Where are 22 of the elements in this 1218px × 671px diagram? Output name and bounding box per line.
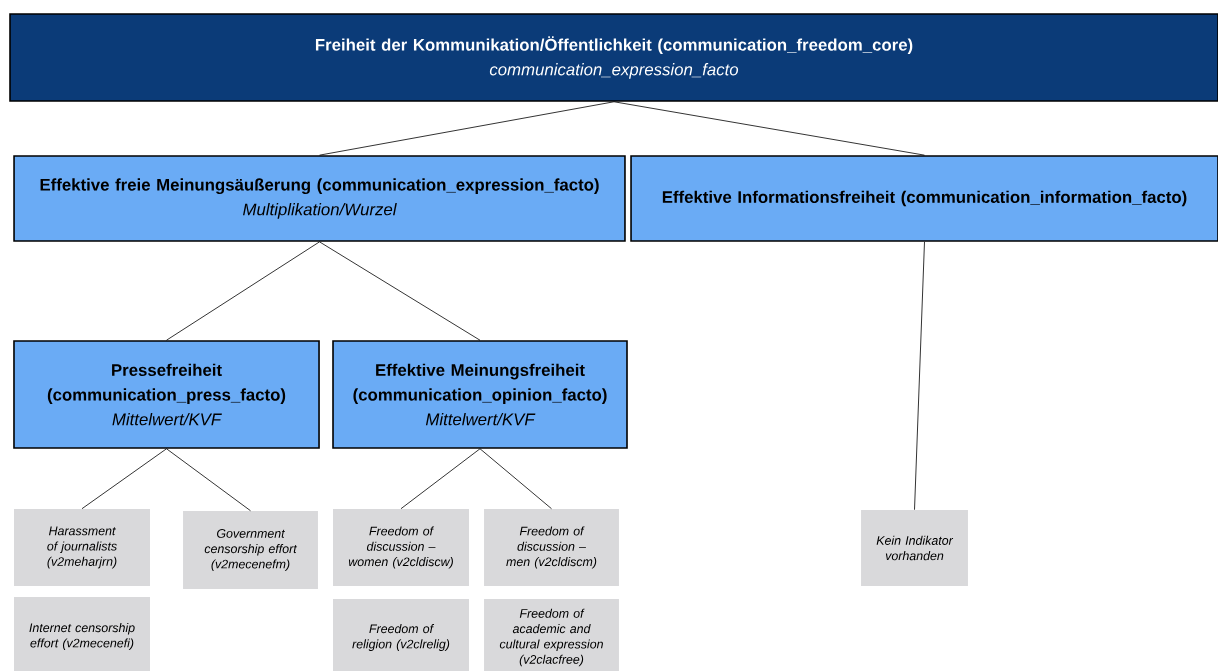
category-box: Effektive Informationsfreiheit (communication_information_facto) (630, 155, 1218, 242)
connector-line (319, 101, 615, 156)
connector-line (400, 448, 481, 510)
indicator-box: Freedom of academic and cultural expression (v2clacfree) (484, 598, 619, 671)
indicator-box: Freedom of religion (v2clrelig) (333, 598, 469, 671)
connector-line (479, 448, 552, 510)
category-box: Pressefreiheit (communication_press_facto) Mittelwert/KVF (13, 340, 320, 449)
indicator-box: Internet censorship effort (v2mecenefi) (14, 597, 150, 671)
indicator-box: Government censorship effort (v2mecenefm) (183, 511, 318, 589)
indicator-box: Harassment of journalists (v2meharjrn) (14, 508, 150, 586)
connector-line (613, 101, 925, 156)
indicator-box: Kein Indikator vorhanden (861, 510, 968, 586)
top-category-box: Freiheit der Kommunikation/Öffentlichkeit (communication_freedom_core) communication_expression_facto (9, 13, 1218, 102)
category-box: Effektive Meinungsfreiheit (communication_opinion_facto) Mittelwert/KVF (332, 340, 628, 449)
connector-line (81, 448, 167, 510)
indicator-box: Freedom of discussion – men (v2cldiscm) (484, 508, 619, 586)
connector-line (319, 241, 481, 341)
category-box: Effektive freie Meinungsäußerung (communication_expression_facto) Multiplikation/Wurzel (13, 155, 626, 242)
indicator-box: Freedom of discussion – women (v2cldiscw) (333, 508, 469, 586)
connector-line (914, 241, 925, 511)
connector-line (166, 448, 251, 512)
connector-line (166, 241, 320, 341)
